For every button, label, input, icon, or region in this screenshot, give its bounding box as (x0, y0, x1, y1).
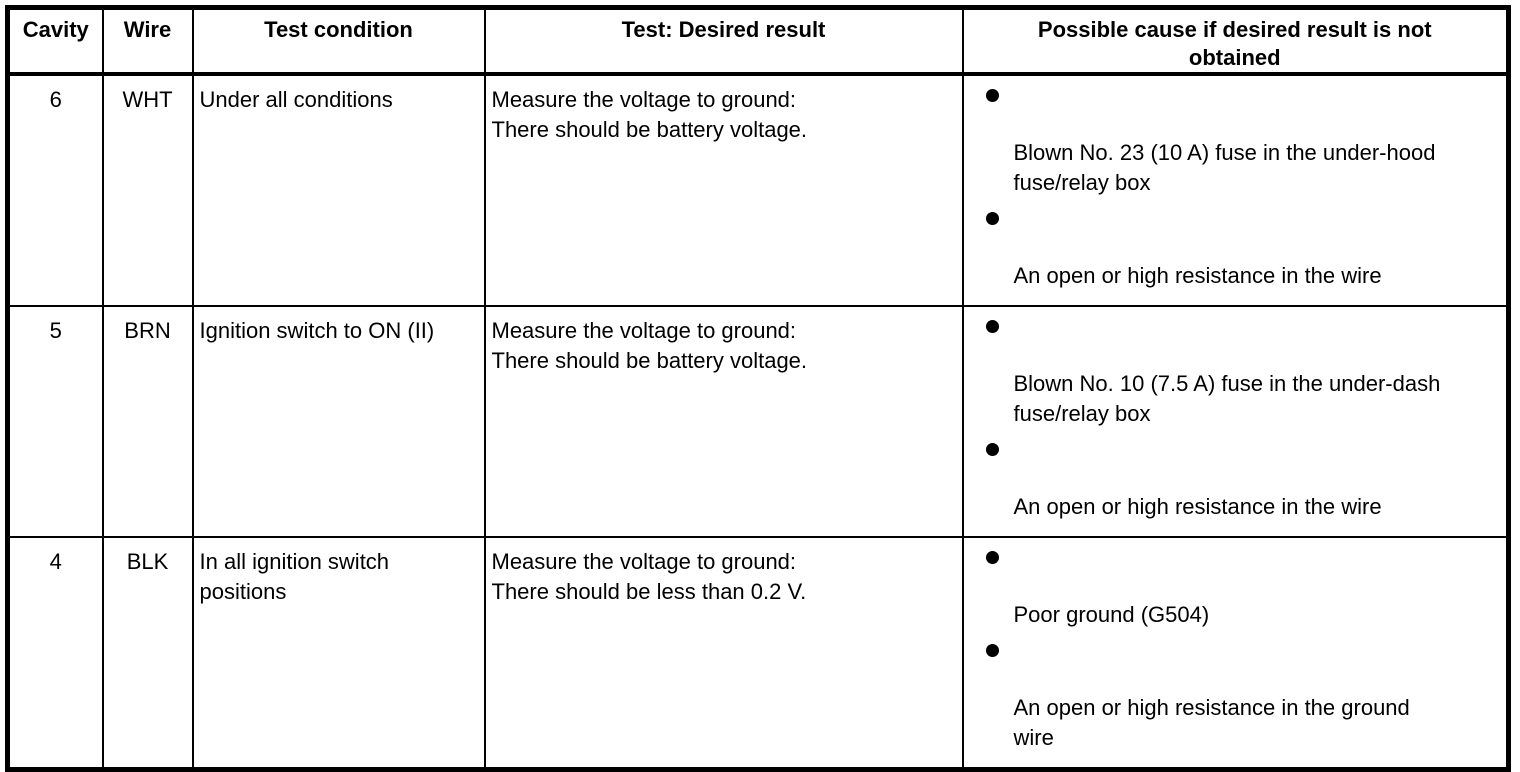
header-cell-wire: Wire (101, 6, 194, 76)
cavity-value: 6 (6, 73, 104, 307)
bullet-icon (985, 644, 999, 657)
possible-causes-list: Poor ground (G504) An open or high resis… (961, 536, 1510, 771)
possible-causes-list: Blown No. 10 (7.5 A) fuse in the under-d… (961, 305, 1510, 538)
header-cell-possible-cause: Possible cause if desired result is not … (961, 6, 1510, 76)
wire-color-value: WHT (101, 73, 194, 307)
table-header: Cavity Wire Test condition Test: Desired… (6, 6, 1510, 76)
possible-causes-list: Blown No. 23 (10 A) fuse in the under-ho… (961, 73, 1510, 307)
table-body: 6 WHT Under all conditions Measure the v… (6, 73, 1510, 771)
cause-item: Blown No. 23 (10 A) fuse in the under-ho… (984, 89, 1499, 198)
result-line: Measure the voltage to ground: (491, 549, 797, 574)
cause-item: An open or high resistance in the ground… (984, 644, 1499, 753)
table-row-cavity-4: 4 BLK In all ignition switch positions M… (6, 536, 1510, 771)
cause-text: An open or high resistance in the wire (1013, 494, 1382, 519)
bullet-icon (985, 89, 999, 102)
cause-item: Poor ground (G504) (984, 551, 1499, 630)
header-row: Cavity Wire Test condition Test: Desired… (6, 6, 1510, 76)
cause-text: Blown No. 23 (10 A) fuse in the under-ho… (1013, 140, 1436, 195)
desired-result-value: Measure the voltage to ground: There sho… (483, 73, 964, 307)
result-line: Measure the voltage to ground: (491, 318, 797, 343)
header-cell-desired-result: Test: Desired result (483, 6, 964, 76)
desired-result-value: Measure the voltage to ground: There sho… (483, 305, 964, 538)
cause-text: Poor ground (G504) (1013, 602, 1210, 627)
cause-text: Blown No. 10 (7.5 A) fuse in the under-d… (1013, 371, 1441, 426)
cause-text: An open or high resistance in the ground… (1013, 695, 1410, 750)
cause-item: An open or high resistance in the wire (984, 212, 1499, 291)
cause-item: Blown No. 10 (7.5 A) fuse in the under-d… (984, 320, 1499, 429)
bullet-icon (985, 212, 999, 225)
header-cell-cavity: Cavity (6, 6, 104, 76)
bullet-icon (985, 320, 999, 333)
test-condition-value: In all ignition switch positions (191, 536, 486, 771)
wiring-test-table: Cavity Wire Test condition Test: Desired… (5, 5, 1511, 772)
cavity-value: 4 (6, 536, 104, 771)
bullet-icon (985, 443, 999, 456)
wire-color-value: BLK (101, 536, 194, 771)
cavity-value: 5 (6, 305, 104, 538)
bullet-icon (985, 551, 999, 564)
result-line: Measure the voltage to ground: (491, 87, 797, 112)
result-line: There should be less than 0.2 V. (491, 579, 807, 604)
desired-result-value: Measure the voltage to ground: There sho… (483, 536, 964, 771)
result-line: There should be battery voltage. (491, 117, 808, 142)
test-condition-value: Under all conditions (191, 73, 486, 307)
wire-color-value: BRN (101, 305, 194, 538)
table-row-cavity-6: 6 WHT Under all conditions Measure the v… (6, 73, 1510, 307)
cause-item: An open or high resistance in the wire (984, 443, 1499, 522)
table-row-cavity-5: 5 BRN Ignition switch to ON (II) Measure… (6, 305, 1510, 538)
cause-text: An open or high resistance in the wire (1013, 263, 1382, 288)
header-cell-test-condition: Test condition (191, 6, 486, 76)
result-line: There should be battery voltage. (491, 348, 808, 373)
test-condition-value: Ignition switch to ON (II) (191, 305, 486, 538)
